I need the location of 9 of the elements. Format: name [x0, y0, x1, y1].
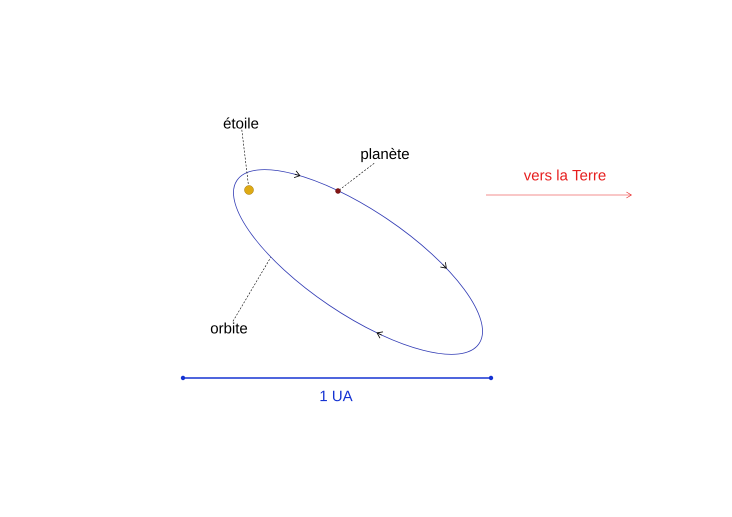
orbit-label: orbite: [210, 322, 248, 334]
planet-label: planète: [361, 148, 409, 162]
leader-line: [232, 257, 272, 322]
star-label: étoile: [224, 117, 258, 129]
star-dot: [244, 185, 254, 195]
dimension-label: 1 UA: [320, 390, 353, 402]
direction-label: vers la Terre: [524, 170, 606, 180]
leader-line: [242, 130, 249, 186]
leader-line: [340, 162, 374, 190]
